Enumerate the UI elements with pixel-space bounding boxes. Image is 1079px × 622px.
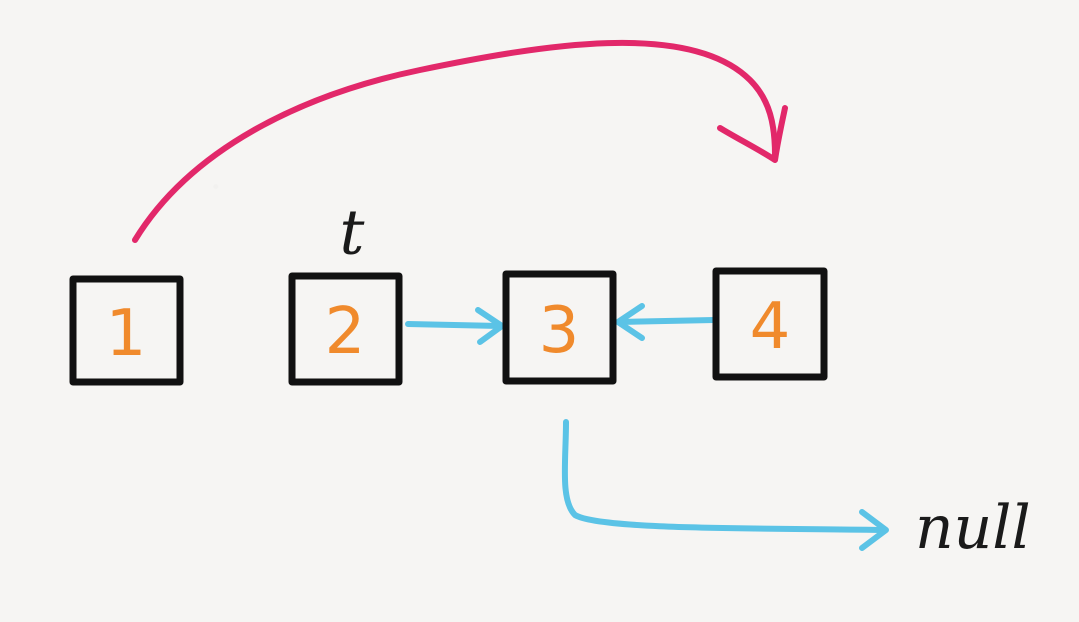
arrow-4-to-3 [615,303,717,341]
arrow-2-to-3-shaft [405,321,503,329]
node-1-label: 1 [106,297,147,371]
node-2: 2 [288,272,403,386]
arrow-3-to-null-head [859,509,889,551]
node-3-box [502,270,617,385]
arrow-3-to-null-shaft [561,419,883,533]
pointer-label-t: t [340,196,365,269]
node-2-label: 2 [325,295,366,369]
node-2-box [288,272,403,386]
node-1: 1 [69,275,184,386]
arrow-4-to-3-head [615,303,645,341]
arrow-2-to-3 [405,307,505,345]
node-1-box [69,275,184,386]
arrow-4-to-3-shaft [617,317,717,325]
red-curved-arrow [132,39,788,243]
arrow-2-to-3-head [475,307,505,345]
node-3-label: 3 [539,294,580,368]
node-3: 3 [502,270,617,385]
node-4: 4 [712,267,828,381]
node-4-label: 4 [750,290,791,364]
arrow-3-to-null [561,419,889,551]
red-arrowhead [717,105,788,163]
null-label: null [915,493,1031,563]
red-curve [132,39,778,243]
node-4-box [712,267,828,381]
